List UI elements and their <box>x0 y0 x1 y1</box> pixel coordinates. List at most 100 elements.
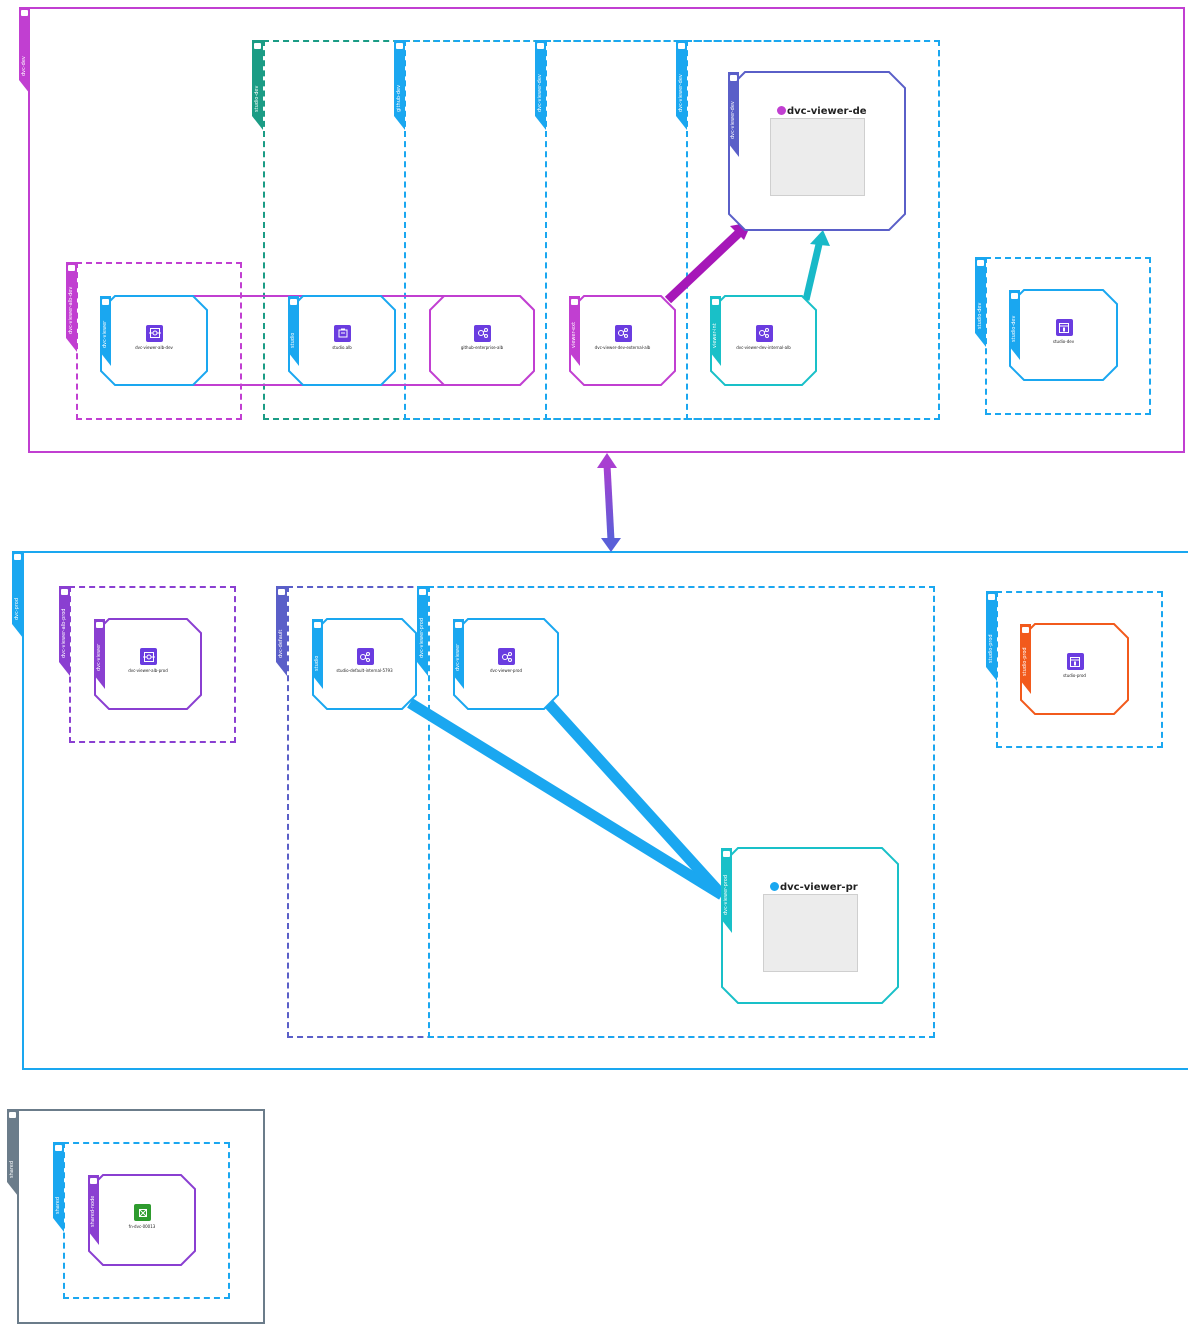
env-shared-tab[interactable]: shared <box>7 1109 18 1196</box>
node-dvc-viewer-dev-external-alb[interactable]: viewer-ext dvc-viewer-dev-external-alb <box>569 295 676 386</box>
node-lock-icon <box>90 1178 97 1184</box>
env-prod-frame <box>22 551 1188 1070</box>
env-dev-tab[interactable]: dvc-dev <box>19 7 30 94</box>
node-github-enterprise-alb[interactable]: github-enterprise-alb <box>429 295 535 386</box>
node-tab: viewer-ext <box>569 296 580 366</box>
svc-service-icon <box>474 324 491 342</box>
node-studio-dev[interactable]: studio-dev studio-dev <box>1009 289 1118 381</box>
svc-service-icon <box>498 648 515 665</box>
node-tab: studio-prod <box>1020 624 1031 694</box>
env-dev-frame <box>28 7 1185 453</box>
node-label: dvc-viewer-alb-dev <box>135 344 173 350</box>
node-label: dvc-viewer-alb-prod <box>128 668 168 673</box>
node-shared-node[interactable]: shared-node fn-dvc-00013 <box>88 1174 196 1266</box>
node-lock-icon <box>712 299 719 305</box>
lock-icon <box>68 265 75 271</box>
group-dev-alb-sg-tab[interactable]: dvc-viewer-alb-dev <box>66 262 77 352</box>
node-lock-icon <box>1011 293 1018 299</box>
lock-icon <box>278 589 285 595</box>
lock-icon <box>977 260 984 266</box>
env-shared-frame <box>17 1109 265 1324</box>
group-dev-studio-right-tab[interactable]: studio-dev <box>975 257 986 347</box>
node-lock-icon <box>455 622 462 628</box>
node-label: studio-dev <box>1052 339 1075 344</box>
node-studio-alb[interactable]: studio studio.alb <box>288 295 396 386</box>
node-tab: studio-dev <box>1009 290 1020 360</box>
lock-icon <box>61 589 68 595</box>
node-dvc-viewer-prod[interactable]: dvc-viewer dvc-viewer-prod <box>453 618 559 710</box>
svc-service-icon <box>614 324 632 342</box>
group-prod-viewer-tab[interactable]: dvc-viewer-prod <box>417 586 428 676</box>
group-prod-alb <box>69 586 236 743</box>
lock-icon <box>14 554 21 560</box>
node-label: studio-default-internal-5793 <box>336 668 393 673</box>
lock-icon <box>55 1145 62 1151</box>
cluster-placeholder <box>770 118 865 196</box>
cluster-dvc-viewer-dev-cluster[interactable]: dvc-viewer-dev dvc-viewer-de <box>728 71 906 231</box>
web-service-icon <box>1055 319 1073 336</box>
group-dev-viewer-sg-a-tab[interactable]: dvc-viewer-dev <box>535 40 546 130</box>
node-tab: dvc-viewer <box>453 619 464 689</box>
node-tab: viewer-int <box>710 296 721 366</box>
group-prod-studio <box>996 591 1163 748</box>
node-studio-default[interactable]: studio studio-default-internal-5793 <box>312 618 417 710</box>
svc-service-icon <box>755 324 773 342</box>
node-lock-icon <box>96 622 103 628</box>
node-label: fn-dvc-00013 <box>128 1224 156 1229</box>
node-tab: shared-node <box>88 1175 99 1245</box>
cluster-title: dvc-viewer-pr <box>770 882 858 893</box>
node-lock-icon <box>314 622 321 628</box>
node-tab: dvc-viewer <box>100 296 111 366</box>
cluster-placeholder <box>763 894 858 972</box>
web-service-icon <box>1066 653 1084 670</box>
lock-icon <box>537 43 544 49</box>
lock-icon <box>9 1112 16 1118</box>
node-dvc-viewer-alb-prod[interactable]: dvc-viewer dvc-viewer-alb-prod <box>94 618 202 710</box>
node-lock-icon <box>571 299 578 305</box>
env-prod-tab[interactable]: dvc-prod <box>12 551 23 638</box>
cluster-tab: dvc-viewer-prod <box>721 848 732 933</box>
group-dev-viewer-sg-b-tab[interactable]: dvc-viewer-dev <box>676 40 687 130</box>
cluster-status-icon <box>777 106 786 115</box>
cluster-dvc-viewer-prod-cluster[interactable]: dvc-viewer-prod dvc-viewer-pr <box>721 847 899 1004</box>
node-dvc-viewer-alb-dev[interactable]: dvc-viewer dvc-viewer-alb-dev <box>100 295 208 386</box>
group-prod-default-tab[interactable]: dvc-default <box>276 586 287 676</box>
node-label: dvc-viewer-dev-internal-alb <box>736 344 791 350</box>
node-label: studio.alb <box>332 344 352 350</box>
group-prod-studio-tab[interactable]: studio-prod <box>986 591 997 681</box>
node-label: dvc-viewer-dev-external-alb <box>594 344 651 350</box>
cluster-title: dvc-viewer-de <box>777 106 867 117</box>
node-lock-icon <box>1022 627 1029 633</box>
node-dvc-viewer-dev-internal-alb[interactable]: viewer-int dvc-viewer-dev-internal-alb <box>710 295 817 386</box>
edge-dev-prod-bottom-arrow <box>601 538 621 552</box>
node-label: dvc-viewer-prod <box>489 668 523 673</box>
cluster-lock-icon <box>723 851 730 857</box>
node-label: github-enterprise-alb <box>460 344 504 350</box>
group-dev-github-sg-tab[interactable]: github-dev <box>394 40 405 130</box>
lock-icon <box>254 43 261 49</box>
store-service-icon <box>334 324 351 342</box>
group-dev-studio-sg-tab[interactable]: studio-dev <box>252 40 263 130</box>
node-lock-icon <box>290 299 297 305</box>
node-label: studio-prod <box>1063 673 1086 678</box>
lb-service-icon <box>140 648 157 665</box>
node-tab: studio <box>312 619 323 689</box>
cluster-tab: dvc-viewer-dev <box>728 72 739 157</box>
edge-dev-prod-top-arrow <box>597 453 617 468</box>
lock-icon <box>678 43 685 49</box>
svc-service-icon <box>356 648 374 665</box>
lock-icon <box>419 589 426 595</box>
ec2-service-icon <box>134 1204 151 1221</box>
edge-dev-prod[interactable] <box>603 464 615 541</box>
cluster-status-icon <box>770 882 779 891</box>
node-tab: studio <box>288 296 299 366</box>
node-tab: dvc-viewer <box>94 619 105 689</box>
lock-icon <box>21 10 28 16</box>
group-shared <box>63 1142 230 1299</box>
group-prod-alb-tab[interactable]: dvc-viewer-alb-prod <box>59 586 70 676</box>
node-studio-prod[interactable]: studio-prod studio-prod <box>1020 623 1129 715</box>
group-shared-tab[interactable]: shared <box>53 1142 64 1232</box>
lock-icon <box>988 594 995 600</box>
node-lock-icon <box>102 299 109 305</box>
group-dev-studio-right <box>985 257 1151 415</box>
